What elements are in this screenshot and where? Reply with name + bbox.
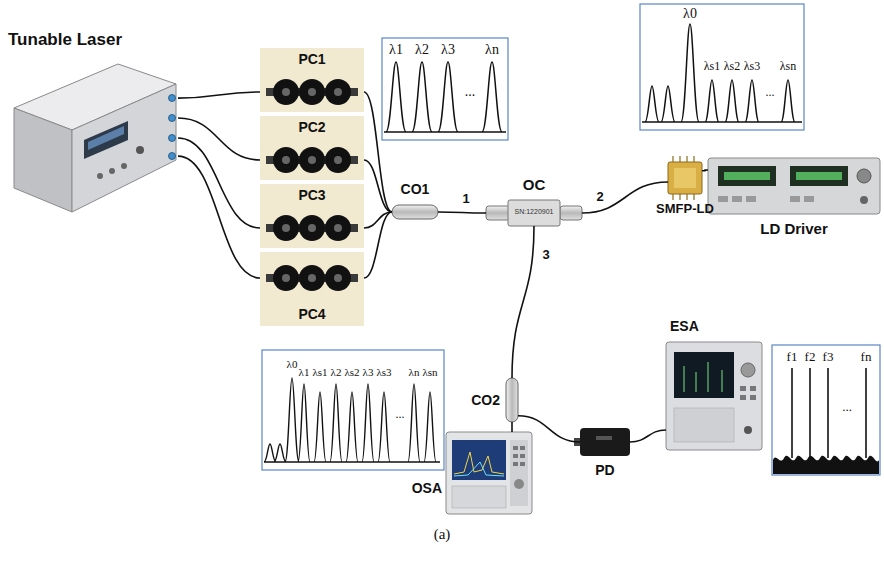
polarization-controller	[260, 184, 364, 248]
wavelength-label: λ0	[287, 358, 298, 371]
fiber-connector	[630, 430, 666, 442]
fiber-connector	[438, 212, 486, 213]
ld-driver-instrument	[708, 158, 880, 214]
laser-device	[14, 64, 176, 212]
controller-box: PC1	[260, 48, 364, 112]
fiber-connector	[364, 212, 392, 278]
polarization-controller	[260, 116, 364, 180]
device-label: LD Driver	[708, 220, 880, 237]
spectrum-inset	[640, 4, 804, 130]
analyzer-box: OSA	[446, 432, 532, 514]
controller-box: PC2	[260, 116, 364, 180]
fiber-connector	[178, 138, 260, 228]
laser-diode-box: SMFP-LD	[668, 160, 702, 196]
port-number: 2	[596, 190, 603, 205]
spectrum-inset	[262, 350, 444, 470]
laser-diode-package	[668, 156, 702, 200]
device-label: CO2	[460, 392, 500, 408]
wavelength-label: λ2	[331, 366, 342, 379]
wavelength-label: λ1	[299, 366, 310, 379]
port-number: 1	[462, 192, 469, 207]
wavelength-label: λ0	[683, 6, 697, 22]
fiber-connector	[364, 160, 392, 212]
wavelength-label: λs2	[344, 366, 359, 379]
wavelength-label: λ2	[415, 42, 429, 58]
esa-spectrum-inset	[772, 345, 880, 475]
laser-box: Tunable Laser	[10, 60, 178, 230]
ellipsis: ...	[766, 86, 775, 100]
port-number: 3	[542, 248, 549, 263]
device-label: SMFP-LD	[644, 202, 726, 217]
wavelength-label: λ3	[363, 366, 374, 379]
device-label: PC3	[260, 187, 364, 203]
analyzer-box: ESA	[666, 342, 762, 450]
circulator-box: OCSN:1220901	[486, 200, 582, 226]
coupler-box: CO2	[506, 378, 518, 422]
ellipsis: ...	[396, 408, 405, 422]
wavelength-label: λn	[485, 42, 499, 58]
fiber-connector	[364, 92, 392, 212]
frequency-label: f1	[787, 350, 798, 365]
wavelength-label: λs2	[724, 60, 741, 74]
figure-caption: (a)	[434, 526, 451, 543]
wavelength-label: λs1	[704, 60, 721, 74]
controller-box: PC4	[260, 252, 364, 326]
device-label: Tunable Laser	[8, 30, 122, 50]
fiber-connector	[178, 118, 260, 160]
fiber-connector	[511, 422, 513, 432]
fiber-connector	[512, 226, 534, 378]
coupler-box: CO1	[392, 205, 438, 219]
coupler-symbol	[392, 205, 438, 219]
wavelength-label: λs3	[744, 60, 761, 74]
fiber-connector	[518, 416, 580, 442]
polarization-controller	[260, 252, 364, 326]
spectrum-inset	[382, 38, 508, 140]
coupler-symbol	[506, 378, 518, 422]
device-inscription: SN:1220901	[508, 208, 560, 216]
driver-box: LD Driver	[708, 158, 880, 214]
device-label: PC4	[260, 306, 364, 322]
photodetector-device	[574, 428, 630, 456]
device-label: PC2	[260, 119, 364, 135]
wavelength-label: λ1	[389, 42, 403, 58]
device-label: ESA	[670, 318, 699, 334]
osa-instrument	[446, 432, 532, 514]
ellipsis: ...	[842, 400, 852, 415]
wavelength-label: λ3	[441, 42, 455, 58]
esa-instrument	[666, 342, 762, 450]
polarization-controller	[260, 48, 364, 112]
fiber-connector	[178, 156, 260, 278]
wavelength-label: λsn	[780, 60, 797, 74]
device-label: CO1	[382, 181, 448, 197]
wavelength-label: λsn	[422, 366, 437, 379]
fiber-connector	[702, 169, 708, 171]
controller-box: PC3	[260, 184, 364, 248]
circulator-device	[486, 200, 582, 226]
fiber-connector	[178, 92, 260, 98]
ellipsis: ...	[465, 84, 476, 100]
wavelength-label: λs1	[312, 366, 327, 379]
frequency-label: f2	[805, 350, 816, 365]
fiber-connector	[582, 182, 668, 213]
wavelength-label: λs3	[376, 366, 391, 379]
device-label: OSA	[406, 480, 442, 496]
detector-box: PD	[580, 428, 630, 456]
device-label: PD	[580, 462, 630, 478]
wavelength-label: λn	[409, 366, 420, 379]
device-label: OC	[486, 176, 582, 193]
frequency-label: fn	[861, 350, 872, 365]
frequency-label: f3	[823, 350, 834, 365]
device-label: PC1	[260, 51, 364, 67]
